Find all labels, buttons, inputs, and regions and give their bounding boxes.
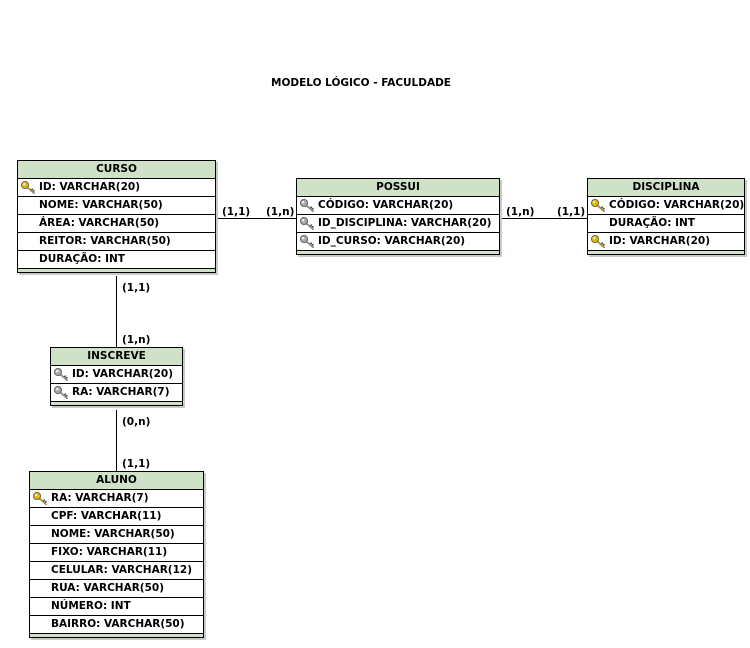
attribute-row[interactable]: CÓDIGO: VARCHAR(20): [588, 197, 744, 215]
entity-footer: [588, 251, 744, 254]
cardinality-label: (1,n): [266, 206, 295, 218]
attribute-row[interactable]: CELULAR: VARCHAR(12): [30, 562, 203, 580]
cardinality-label: (1,n): [122, 334, 151, 346]
attribute-label: FIXO: VARCHAR(11): [51, 546, 168, 558]
foreign-key-icon: [299, 198, 316, 213]
foreign-key-icon: [299, 234, 316, 249]
attribute-label: REITOR: VARCHAR(50): [39, 235, 171, 247]
attribute-row[interactable]: CÓDIGO: VARCHAR(20): [297, 197, 499, 215]
attribute-row[interactable]: NÚMERO: INT: [30, 598, 203, 616]
entity-name: POSSUI: [297, 179, 499, 197]
attribute-row[interactable]: DURAÇÃO: INT: [588, 215, 744, 233]
entity-aluno[interactable]: ALUNO RA: VARCHAR(7) CPF: VARCHAR(11) NOME:…: [29, 471, 204, 638]
entity-footer: [18, 269, 215, 272]
key-icon: [20, 180, 37, 195]
key-icon: [32, 491, 49, 506]
cardinality-label: (1,1): [122, 458, 151, 470]
cardinality-label: (1,1): [122, 282, 151, 294]
attribute-row[interactable]: ID: VARCHAR(20): [51, 366, 182, 384]
attribute-row[interactable]: DURAÇÃO: INT: [18, 251, 215, 269]
attribute-label: RA: VARCHAR(7): [51, 492, 149, 504]
attribute-label: NOME: VARCHAR(50): [39, 199, 163, 211]
attribute-row[interactable]: ID: VARCHAR(20): [588, 233, 744, 251]
attribute-label: ID: VARCHAR(20): [609, 235, 711, 247]
attribute-label: CELULAR: VARCHAR(12): [51, 564, 193, 576]
attribute-label: CÓDIGO: VARCHAR(20): [609, 199, 745, 211]
entity-curso[interactable]: CURSO ID: VARCHAR(20) NOME: VARCHAR(50) ÁRE…: [17, 160, 216, 273]
attribute-row[interactable]: ID: VARCHAR(20): [18, 179, 215, 197]
attribute-row[interactable]: CPF: VARCHAR(11): [30, 508, 203, 526]
attribute-label: NÚMERO: INT: [51, 600, 131, 612]
key-icon: [590, 234, 607, 249]
attribute-label: RA: VARCHAR(7): [72, 386, 170, 398]
key-icon: [590, 198, 607, 213]
attribute-label: DURAÇÃO: INT: [39, 253, 125, 265]
cardinality-label: (1,1): [557, 206, 586, 218]
attribute-label: CPF: VARCHAR(11): [51, 510, 162, 522]
entity-name: CURSO: [18, 161, 215, 179]
attribute-label: ID: VARCHAR(20): [72, 368, 174, 380]
attribute-row[interactable]: RUA: VARCHAR(50): [30, 580, 203, 598]
attribute-label: ID_DISCIPLINA: VARCHAR(20): [318, 217, 492, 229]
attribute-label: ÁREA: VARCHAR(50): [39, 217, 160, 229]
attribute-label: ID: VARCHAR(20): [39, 181, 141, 193]
foreign-key-icon: [53, 385, 70, 400]
attribute-row[interactable]: RA: VARCHAR(7): [30, 490, 203, 508]
cardinality-label: (1,1): [222, 206, 251, 218]
connector-curso-inscreve: [116, 276, 117, 347]
attribute-label: DURAÇÃO: INT: [609, 217, 695, 229]
entity-disciplina[interactable]: DISCIPLINA CÓDIGO: VARCHAR(20) DURAÇÃO: IN…: [587, 178, 745, 255]
attribute-row[interactable]: NOME: VARCHAR(50): [30, 526, 203, 544]
attribute-row[interactable]: NOME: VARCHAR(50): [18, 197, 215, 215]
attribute-row[interactable]: ID_DISCIPLINA: VARCHAR(20): [297, 215, 499, 233]
entity-footer: [51, 402, 182, 405]
connector-inscreve-aluno: [116, 410, 117, 471]
cardinality-label: (0,n): [122, 416, 151, 428]
foreign-key-icon: [299, 216, 316, 231]
entity-possui[interactable]: POSSUI CÓDIGO: VARCHAR(20) ID_DISCIPLINA: …: [296, 178, 500, 255]
attribute-label: NOME: VARCHAR(50): [51, 528, 175, 540]
foreign-key-icon: [53, 367, 70, 382]
entity-footer: [30, 634, 203, 637]
attribute-label: ID_CURSO: VARCHAR(20): [318, 235, 466, 247]
diagram-title: MODELO LÓGICO - FACULDADE: [271, 77, 451, 89]
entity-name: DISCIPLINA: [588, 179, 744, 197]
entity-footer: [297, 251, 499, 254]
attribute-row[interactable]: ÁREA: VARCHAR(50): [18, 215, 215, 233]
attribute-row[interactable]: BAIRRO: VARCHAR(50): [30, 616, 203, 634]
cardinality-label: (1,n): [506, 206, 535, 218]
attribute-row[interactable]: REITOR: VARCHAR(50): [18, 233, 215, 251]
attribute-row[interactable]: FIXO: VARCHAR(11): [30, 544, 203, 562]
entity-name: ALUNO: [30, 472, 203, 490]
attribute-row[interactable]: RA: VARCHAR(7): [51, 384, 182, 402]
attribute-label: CÓDIGO: VARCHAR(20): [318, 199, 454, 211]
entity-inscreve[interactable]: INSCREVE ID: VARCHAR(20) RA: VARCHAR(7): [50, 347, 183, 406]
entity-name: INSCREVE: [51, 348, 182, 366]
connector-possui-disciplina: [499, 218, 588, 219]
attribute-label: RUA: VARCHAR(50): [51, 582, 165, 594]
attribute-row[interactable]: ID_CURSO: VARCHAR(20): [297, 233, 499, 251]
attribute-label: BAIRRO: VARCHAR(50): [51, 618, 185, 630]
connector-curso-possui: [215, 218, 297, 219]
